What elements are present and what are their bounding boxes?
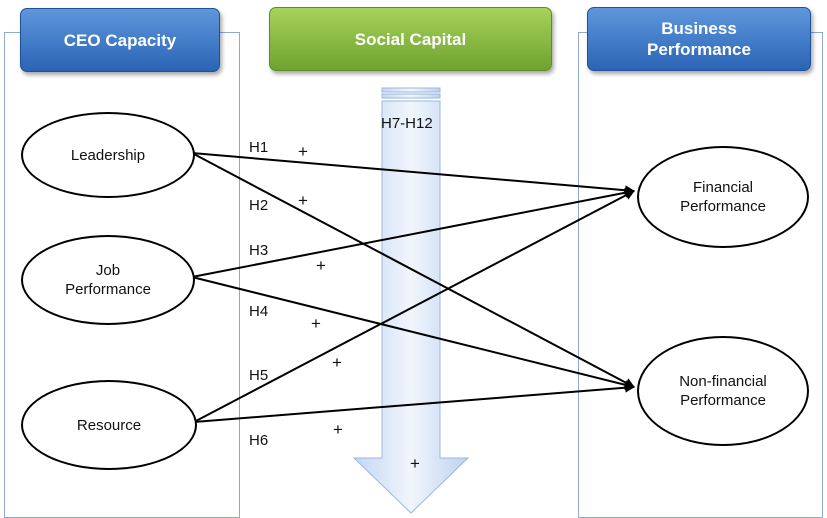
- h1-sign: +: [298, 142, 308, 161]
- mediation-sign: +: [410, 454, 420, 473]
- business-performance-title: Business Performance: [647, 19, 751, 59]
- h5-label: H5: [249, 367, 269, 384]
- leadership-node: Leadership: [21, 112, 195, 198]
- h1-arrow: [191, 152, 635, 196]
- job-performance-node: Job Performance: [21, 235, 195, 325]
- ceo-capacity-title: CEO Capacity: [63, 30, 177, 50]
- h3-sign: +: [316, 256, 326, 275]
- business-performance-header: Business Performance: [587, 7, 811, 71]
- h4-sign: +: [311, 314, 321, 333]
- financial-performance-label: Financial Performance: [680, 179, 766, 215]
- h2-label: H2: [249, 197, 269, 214]
- ceo-capacity-header: CEO Capacity: [20, 8, 220, 72]
- h2-arrow: [191, 152, 635, 388]
- leadership-label: Leadership: [70, 146, 146, 164]
- nonfinancial-performance-label: Non-financial Performance: [679, 373, 767, 409]
- h1-label: H1: [249, 139, 269, 156]
- h6-sign: +: [333, 420, 343, 439]
- nonfinancial-performance-node: Non-financial Performance: [637, 336, 809, 446]
- h2-sign: +: [298, 191, 308, 210]
- mediation-label: H7-H12: [381, 115, 433, 132]
- h5-arrow: [193, 190, 635, 423]
- resource-label: Resource: [76, 416, 142, 434]
- arrow-stripe-1: [381, 87, 441, 93]
- resource-node: Resource: [21, 380, 197, 470]
- h3-arrow: [191, 187, 635, 278]
- social-capital-header: Social Capital: [269, 7, 552, 71]
- financial-performance-node: Financial Performance: [637, 146, 809, 248]
- job-performance-label: Job Performance: [65, 262, 151, 298]
- social-capital-title: Social Capital: [354, 29, 467, 49]
- h6-label: H6: [249, 432, 269, 449]
- h6-arrow: [193, 382, 635, 423]
- h3-label: H3: [249, 242, 269, 259]
- h4-arrow: [191, 276, 635, 390]
- h5-sign: +: [332, 353, 342, 372]
- arrow-stripe-2: [381, 93, 441, 99]
- h4-label: H4: [249, 303, 269, 320]
